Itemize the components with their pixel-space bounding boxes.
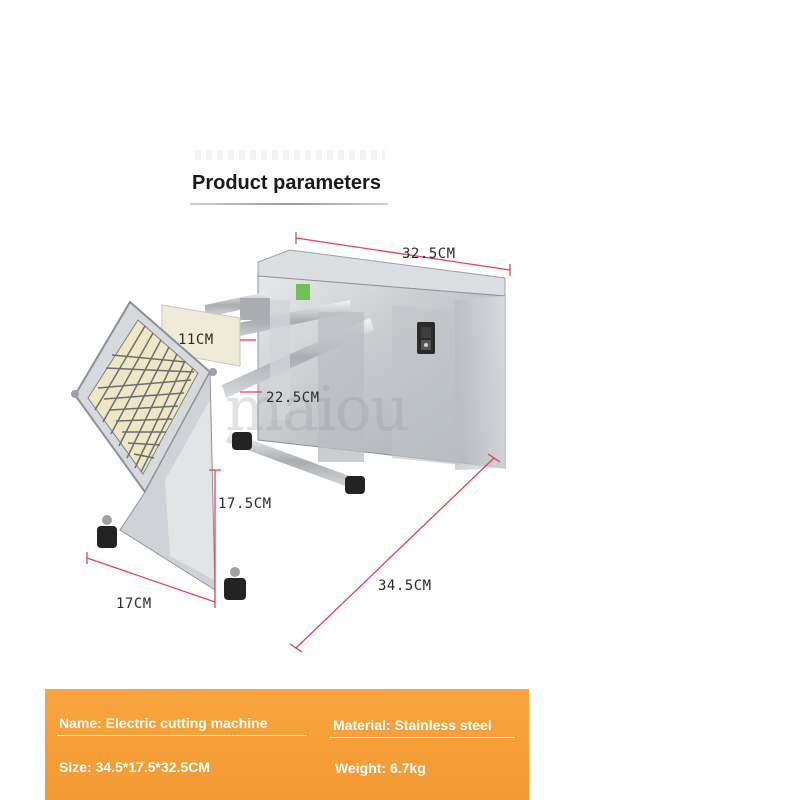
faint-header-text	[195, 150, 385, 160]
support-leg	[119, 370, 216, 591]
dimension-label-inlet: 11CM	[178, 332, 214, 348]
spec-weight: Weight: 6.7kg	[335, 760, 426, 776]
page-title: Product parameters	[192, 172, 381, 194]
spec-material: Material: Stainless steel	[333, 717, 492, 733]
dimension-label-middle: 22.5CM	[266, 390, 320, 406]
rubber-feet	[97, 432, 365, 600]
spec-material-underline	[329, 737, 515, 738]
spec-name-underline	[57, 735, 307, 736]
label-sticker	[296, 284, 310, 300]
dimension-label-base: 17CM	[116, 596, 152, 612]
dimension-lines	[86, 232, 511, 653]
title-underline	[190, 203, 388, 205]
dimension-label-top: 32.5CM	[402, 246, 456, 262]
guide-rods	[205, 292, 374, 490]
dimension-label-total: 34.5CM	[378, 578, 432, 594]
watermark-text: maiou	[225, 372, 410, 445]
spec-name: Name: Electric cutting machine	[59, 715, 268, 731]
dimension-label-leg: 17.5CM	[218, 496, 272, 512]
spec-size: Size: 34.5*17.5*32.5CM	[59, 759, 210, 775]
power-switch-icon	[417, 322, 435, 354]
spec-panel: Name: Electric cutting machine Material:…	[45, 689, 529, 800]
